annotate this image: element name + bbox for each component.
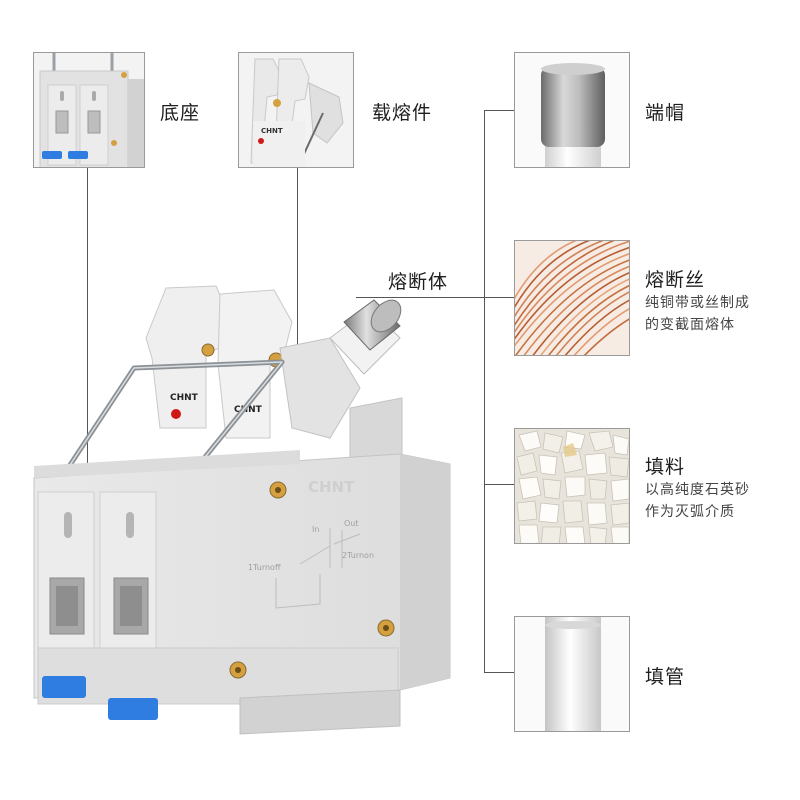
latch-left[interactable] — [42, 676, 86, 698]
carrier-connector-line — [297, 168, 298, 358]
fuse-body-vertical-line — [484, 110, 485, 672]
fuse-body-label: 熔断体 — [388, 271, 449, 293]
fuse-wire-description: 纯铜带或丝制成 的变截面熔体 — [645, 292, 750, 336]
body-brand: CHNT — [308, 478, 355, 496]
out-label: Out — [344, 519, 359, 528]
fuse-wire-desc-line2: 的变截面熔体 — [645, 317, 735, 333]
filler-desc-line2: 作为灭弧介质 — [645, 504, 735, 520]
base-thumbnail — [33, 52, 145, 168]
step2-label: 2Turnon — [342, 551, 374, 560]
tube-tick — [484, 672, 514, 673]
carrier-thumbnail: CHNT — [238, 52, 354, 168]
fuse-wire-label: 熔断丝 — [645, 269, 706, 291]
end-cap-thumbnail — [514, 52, 630, 168]
carrier-brand-right: CHNT — [234, 405, 263, 415]
fuse-cartridge — [329, 299, 402, 375]
tube-thumbnail — [514, 616, 630, 732]
latch-right[interactable] — [108, 698, 158, 720]
filler-thumbnail — [514, 428, 630, 544]
base-connector-line — [87, 168, 88, 500]
filler-desc-line1: 以高纯度石英砂 — [645, 482, 750, 498]
base-label: 底座 — [160, 102, 201, 124]
carrier-label: 载熔件 — [372, 102, 433, 124]
filler-tick — [484, 484, 514, 485]
step1-label: 1Turnoff — [248, 563, 281, 572]
carrier-brand-left: CHNT — [170, 393, 199, 403]
fuse-wire-tick — [484, 297, 514, 298]
fuse-wire-thumbnail — [514, 240, 630, 356]
base-body: CHNT In Out 1Turnoff 2Turnon — [33, 450, 451, 720]
filler-label: 填料 — [645, 456, 686, 478]
fuse-holder-illustration: CHNT CHNT — [30, 278, 470, 778]
fuse-wire-desc-line1: 纯铜带或丝制成 — [645, 295, 750, 311]
end-cap-tick — [484, 110, 514, 111]
carrier-thumb-brand: CHNT — [261, 127, 283, 135]
end-cap-label: 端帽 — [645, 102, 686, 124]
in-label: In — [312, 525, 319, 534]
filler-description: 以高纯度石英砂 作为灭弧介质 — [645, 479, 750, 523]
tube-label: 填管 — [645, 666, 686, 688]
fuse-body-connector-line — [356, 297, 484, 298]
